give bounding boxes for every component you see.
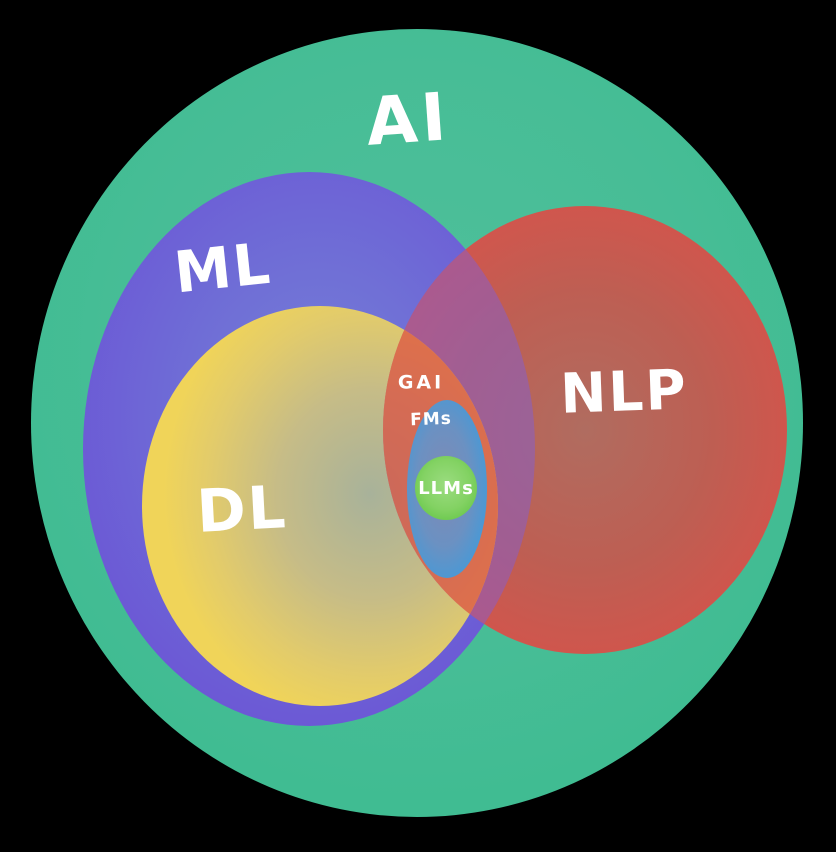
gai-label: GAI <box>397 371 445 394</box>
ml-label: ML <box>171 230 275 307</box>
llms-label: LLMs <box>418 478 474 499</box>
nlp-label: NLP <box>559 357 689 426</box>
ai-label: AI <box>363 78 453 161</box>
dl-label: DL <box>194 472 290 546</box>
llms-ellipse <box>415 456 477 520</box>
fms-label: FMs <box>409 408 453 431</box>
